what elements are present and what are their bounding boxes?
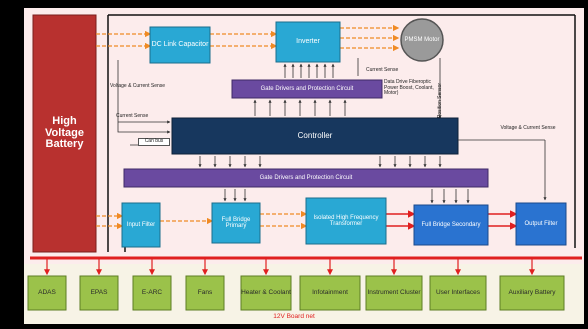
motor-circle (400, 18, 444, 62)
load-instrument-cluster: Instrument Cluster (367, 288, 421, 296)
output-filter-label: Output Filter (524, 220, 558, 227)
load-adas: ADAS (38, 288, 56, 296)
position-sensor-label: Position Sensor (437, 82, 443, 118)
load-fans: Fans (197, 288, 213, 296)
load-e-arc: E-ARC (141, 288, 163, 296)
full-bridge-secondary-block (413, 204, 489, 246)
full-bridge-primary-label: Full Bridge Primary (221, 216, 251, 229)
load-epas: EPAS (90, 288, 108, 296)
load-heater-coolant: Heater & Coolant (241, 288, 291, 296)
gate-drivers-top-label: Gate Drivers and Protection Circuit (260, 85, 354, 92)
controller-block (171, 117, 459, 155)
gate-drivers-bottom-label: Gate Drivers and Protection Circuit (259, 174, 353, 181)
load-infotainment: Infotainment (312, 288, 348, 296)
full-bridge-primary-block (211, 202, 261, 244)
gate-drivers-top-block (231, 79, 383, 99)
bus-label: 12V Board net (273, 312, 315, 320)
input-filter-block (121, 202, 161, 248)
data-drive-label: Data Drive Fiberoptic Power Boost, Coola… (384, 79, 434, 96)
battery-block (32, 14, 97, 253)
battery-label: High Voltage Battery (45, 115, 84, 151)
inverter-label: Inverter (296, 38, 320, 46)
transformer-block (305, 197, 387, 245)
load-user-interfaces: User Interfaces (435, 288, 481, 296)
full-bridge-secondary-label: Full Bridge Secondary (421, 221, 481, 228)
motor-label: PMSM Motor (404, 36, 440, 43)
output-filter-block (515, 202, 567, 246)
dc-link-block (149, 26, 211, 64)
gate-drivers-bottom-block (123, 168, 489, 188)
current-sense-left: Current Sense (116, 113, 149, 119)
dc-link-label: DC Link Capacitor (151, 41, 209, 49)
transformer-label: Isolated High Frequency Transformer (313, 214, 379, 227)
voltage-current-sense-right: Voltage & Current Sense (500, 125, 556, 131)
current-sense-motor: Current Sense (366, 67, 399, 73)
load-auxiliary-battery: Auxiliary Battery (508, 288, 556, 296)
voltage-current-sense-left: Voltage & Current Sense (110, 83, 166, 89)
controller-label: Controller (297, 130, 333, 140)
can-bus-label: Can bus (138, 138, 170, 146)
input-filter-label: Input Filter (126, 221, 156, 228)
inverter-block (275, 21, 341, 63)
